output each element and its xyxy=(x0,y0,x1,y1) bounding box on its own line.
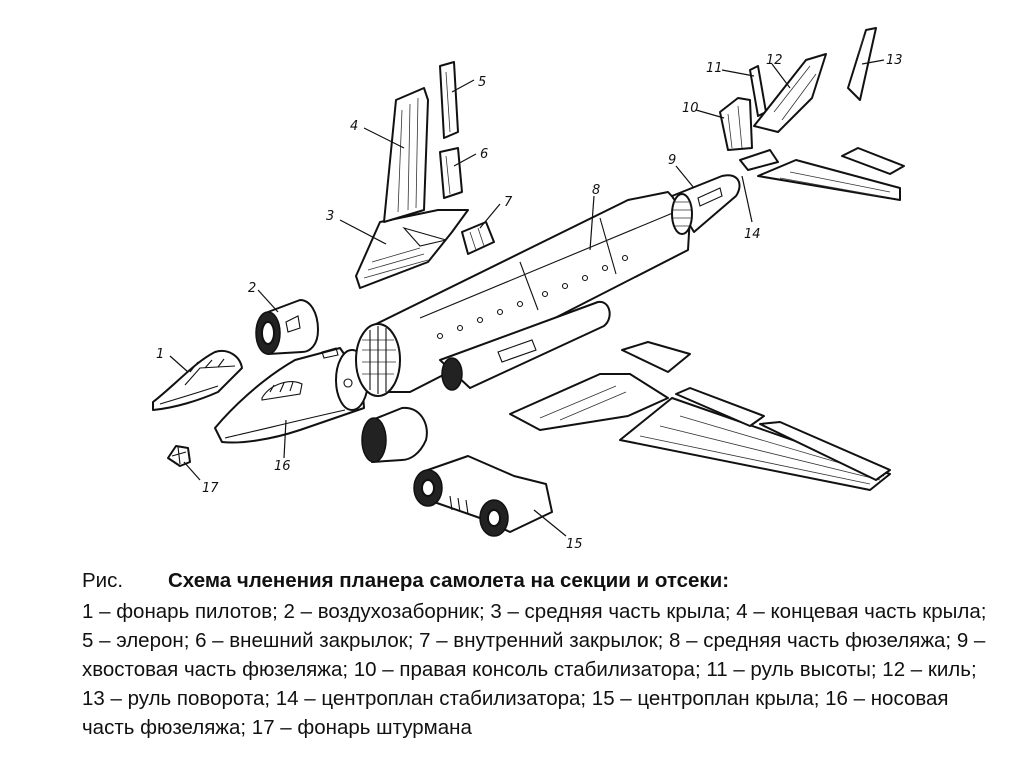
part-outer-flap xyxy=(439,147,463,199)
part-stabilizer-right xyxy=(719,97,753,151)
part-nose-section xyxy=(214,347,369,444)
part-wing-tip xyxy=(383,87,429,223)
part-navigator-canopy xyxy=(167,445,191,467)
label-8: 8 xyxy=(592,183,600,198)
part-right-wing-panels xyxy=(509,341,891,491)
part-stabilizer-center xyxy=(739,147,905,201)
label-11: 11 xyxy=(706,61,723,76)
label-13: 13 xyxy=(886,53,903,68)
label-1: 1 xyxy=(156,347,164,362)
label-15: 15 xyxy=(566,537,583,552)
part-wing-middle xyxy=(355,209,469,289)
part-wing-center-section xyxy=(413,455,553,537)
label-3: 3 xyxy=(326,209,334,224)
part-pilot-canopy xyxy=(152,350,243,411)
airframe-exploded-diagram: 1 2 3 4 5 6 7 8 9 10 11 12 13 14 15 16 1 xyxy=(152,27,905,552)
label-5: 5 xyxy=(478,75,486,90)
part-engine-cowl xyxy=(361,406,428,463)
label-4: 4 xyxy=(350,119,358,134)
caption-description: 1 – фонарь пилотов; 2 – воздухозаборник;… xyxy=(82,600,987,739)
part-aileron xyxy=(439,61,459,139)
label-6: 6 xyxy=(480,147,488,162)
part-fin xyxy=(753,53,827,133)
label-2: 2 xyxy=(248,281,256,296)
part-labels: 1 2 3 4 5 6 7 8 9 10 11 12 13 14 15 16 1 xyxy=(156,53,903,552)
label-7: 7 xyxy=(504,195,513,210)
part-inner-flap xyxy=(461,221,495,255)
part-air-intake xyxy=(255,299,319,355)
caption-fig-label: Рис. xyxy=(82,569,124,592)
label-14: 14 xyxy=(744,227,761,242)
fuselage-windows xyxy=(436,254,629,340)
figure-caption: Рис. Схема членения планера самолета на с… xyxy=(82,566,1002,742)
part-center-fuselage xyxy=(355,191,691,397)
label-9: 9 xyxy=(668,153,676,168)
part-tail-fuselage xyxy=(671,174,741,235)
caption-title: Схема членения планера самолета на секци… xyxy=(168,569,730,592)
label-17: 17 xyxy=(202,481,219,496)
label-12: 12 xyxy=(766,53,783,68)
part-elevator xyxy=(749,65,767,117)
label-16: 16 xyxy=(274,459,291,474)
label-10: 10 xyxy=(682,101,699,116)
